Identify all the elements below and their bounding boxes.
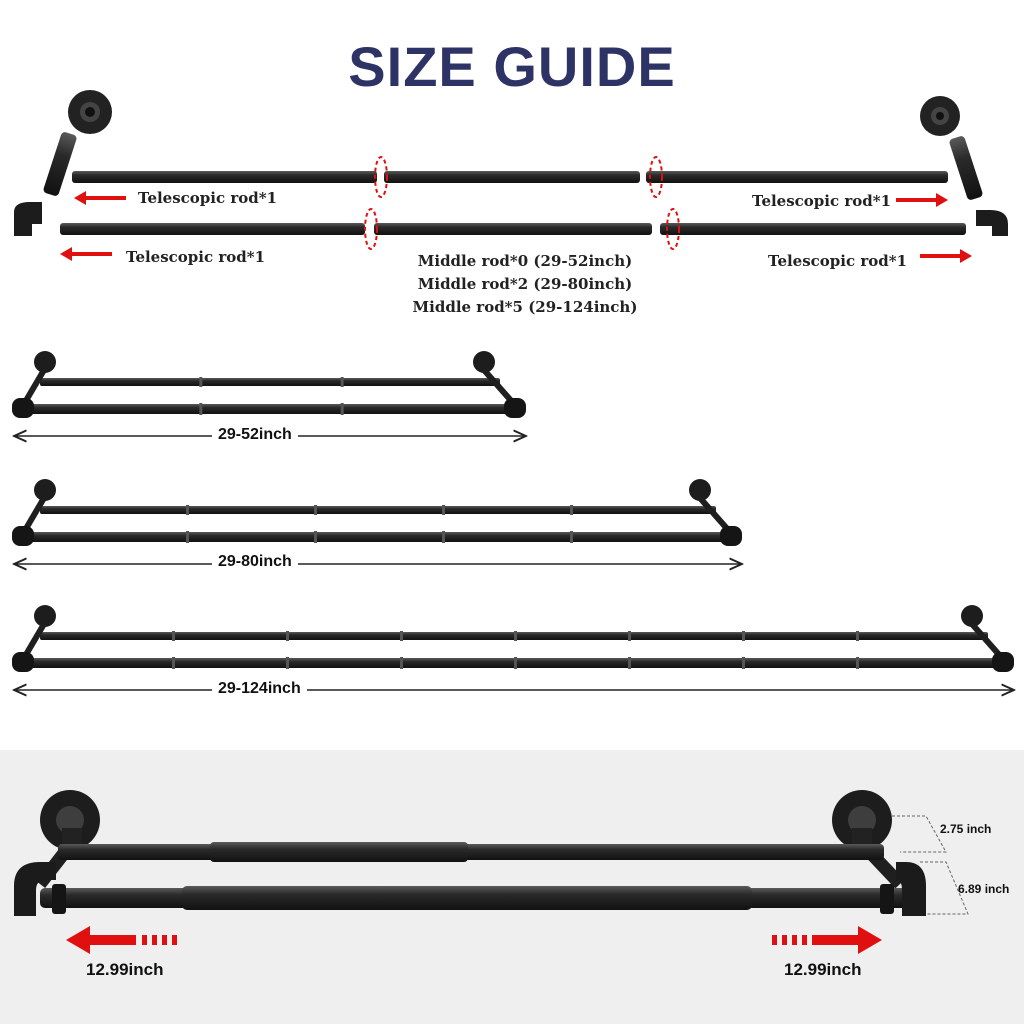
rod-joint bbox=[286, 631, 289, 641]
label-telescopic-bottom-left: Telescopic rod*1 bbox=[126, 248, 266, 266]
elbow-icon bbox=[12, 398, 34, 418]
rod-joint bbox=[514, 657, 517, 669]
rod-joint bbox=[514, 631, 517, 641]
rotate-icon bbox=[364, 156, 680, 250]
elbow-icon bbox=[504, 398, 526, 418]
rod-joint bbox=[400, 657, 403, 669]
rod-bottom-middle bbox=[374, 223, 652, 235]
rod-joint bbox=[314, 531, 317, 543]
rod-joint bbox=[856, 657, 859, 669]
arrow-left-icon bbox=[60, 191, 126, 261]
depth-gap-label: 6.89 inch bbox=[958, 882, 1010, 896]
rod-joint bbox=[186, 505, 189, 515]
flange-top-left-icon bbox=[43, 90, 112, 196]
rod-bottom-right bbox=[660, 223, 966, 235]
extend-right-label: 12.99inch bbox=[784, 960, 862, 979]
rod-top bbox=[40, 506, 716, 514]
depth-top-label: 2.75 inch bbox=[940, 822, 992, 836]
extend-right-icon bbox=[772, 926, 882, 954]
rod-joint bbox=[628, 657, 631, 669]
exploded-parts bbox=[14, 90, 1008, 263]
elbow-detail-right-icon bbox=[896, 862, 926, 916]
flange-top-right-icon bbox=[920, 96, 983, 200]
rod-joint bbox=[628, 631, 631, 641]
rack-124 bbox=[12, 605, 1014, 690]
depth-dimension bbox=[892, 815, 969, 915]
size-views bbox=[12, 351, 1014, 690]
middle-rod-note: Middle rod*0 (29-52inch) bbox=[417, 252, 633, 270]
elbow-top-right-icon bbox=[976, 210, 1008, 236]
rod-joint bbox=[172, 631, 175, 641]
flange-icon bbox=[961, 605, 983, 627]
size-label-52: 29-52inch bbox=[212, 426, 298, 444]
rack-80 bbox=[12, 479, 742, 564]
arrow-right-icon bbox=[896, 193, 972, 263]
rod-joint bbox=[286, 657, 289, 669]
rod-joint bbox=[856, 631, 859, 641]
rod-detail-top bbox=[58, 844, 884, 860]
rod-joint bbox=[172, 657, 175, 669]
label-telescopic-top-right: Telescopic rod*1 bbox=[752, 192, 892, 210]
detail-view bbox=[14, 790, 969, 954]
extend-left-label: 12.99inch bbox=[86, 960, 164, 979]
rod-joint bbox=[199, 377, 203, 387]
flange-icon bbox=[34, 479, 56, 501]
elbow-icon bbox=[992, 652, 1014, 672]
flange-icon bbox=[34, 351, 56, 373]
elbow-icon bbox=[12, 652, 34, 672]
rod-joint bbox=[314, 505, 317, 515]
rod-bottom bbox=[28, 532, 728, 542]
rod-top-left bbox=[72, 171, 377, 183]
middle-rod-note: Middle rod*2 (29-80inch) bbox=[417, 275, 633, 293]
support-right bbox=[481, 368, 517, 406]
flange-icon bbox=[689, 479, 711, 501]
rod-top-middle bbox=[384, 171, 640, 183]
extend-left-icon bbox=[66, 926, 177, 954]
size-label-80: 29-80inch bbox=[212, 553, 298, 571]
elbow-icon bbox=[12, 526, 34, 546]
rod-joint bbox=[199, 403, 203, 415]
middle-rod-note: Middle rod*5 (29-124inch) bbox=[412, 298, 638, 316]
flange-detail-right-icon bbox=[832, 790, 892, 854]
rod-joint bbox=[340, 377, 344, 387]
flange-icon bbox=[473, 351, 495, 373]
rod-joint bbox=[340, 403, 344, 415]
rod-joint bbox=[442, 531, 445, 543]
elbow-detail-left-icon bbox=[14, 862, 56, 916]
rod-bottom-left bbox=[60, 223, 365, 235]
rod-bottom bbox=[28, 404, 512, 414]
support-right bbox=[969, 622, 1005, 660]
rod-joint bbox=[742, 657, 745, 669]
rod-top-right bbox=[646, 171, 948, 183]
flange-icon bbox=[34, 605, 56, 627]
rack-52 bbox=[12, 351, 526, 436]
elbow-icon bbox=[720, 526, 742, 546]
support-right bbox=[697, 496, 733, 534]
size-label-124: 29-124inch bbox=[212, 680, 307, 698]
elbow-top-left-icon bbox=[14, 202, 42, 236]
rod-joint bbox=[570, 531, 573, 543]
rod-joint bbox=[570, 505, 573, 515]
rod-joint bbox=[742, 631, 745, 641]
rod-joint bbox=[400, 631, 403, 641]
rod-joint bbox=[186, 531, 189, 543]
label-telescopic-top-left: Telescopic rod*1 bbox=[138, 189, 278, 207]
rod-joint bbox=[442, 505, 445, 515]
rod-top bbox=[40, 378, 500, 386]
page-title: SIZE GUIDE bbox=[348, 35, 676, 98]
middle-rod-notes: Middle rod*0 (29-52inch) Middle rod*2 (2… bbox=[360, 250, 690, 319]
label-telescopic-bottom-right: Telescopic rod*1 bbox=[768, 252, 908, 270]
